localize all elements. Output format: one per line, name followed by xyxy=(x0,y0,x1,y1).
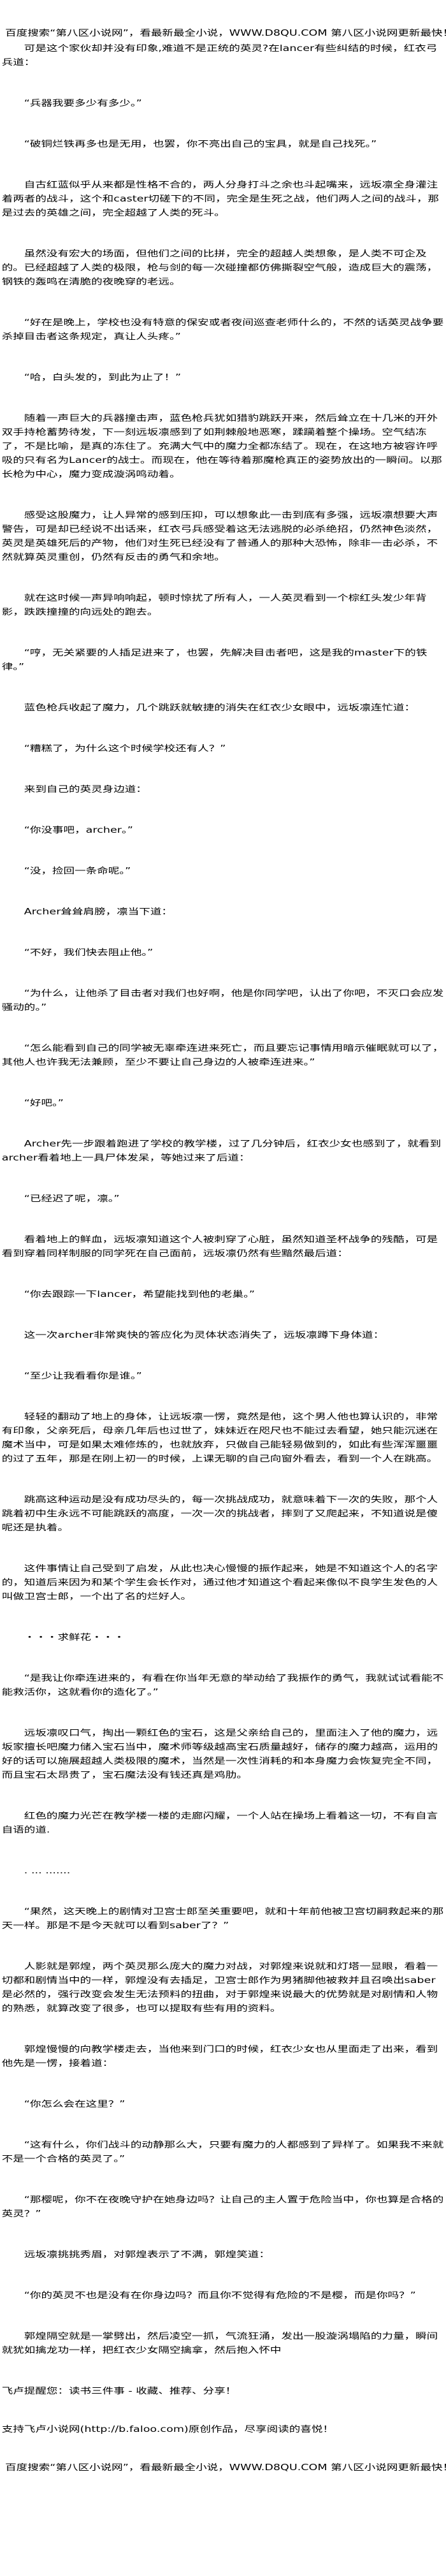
story-paragraph: 远坂凛挑挑秀眉，对郭煌表示了不满，郭煌笑道： xyxy=(24,2250,270,2260)
story-paragraph: 随着一声巨大的兵器撞击声，蓝色枪兵犹如猎豹跳跃开来，然后耸立在十几米的开外双手持… xyxy=(1,414,442,479)
chapter-body: 可是这个家伙却并没有印象,难道不是正统的英灵?在lancer有些纠结的时候，红衣… xyxy=(0,42,445,2358)
site-banner-top: 百度搜索“第八区小说网”，看最新最全小说，WWW.D8QU.COM 第八区小说网… xyxy=(5,29,446,38)
footer-support-link[interactable]: 支持飞卢小说网(http://b.faloo.com)原创作品，尽享阅读的喜悦！ xyxy=(1,2425,334,2434)
story-paragraph: ・・・求鲜花・・・ xyxy=(24,1633,125,1643)
story-paragraph: 自古红蓝似乎从来都是性格不合的，两人分身打斗之余也斗起嘴来，远坂凛全身灌注着两者… xyxy=(1,180,439,218)
story-paragraph: “至少让我看看你是谁。” xyxy=(24,1372,142,1381)
story-paragraph: “好吧。” xyxy=(24,1099,64,1108)
story-paragraph: “已经迟了呢，凛。” xyxy=(24,1194,120,1204)
story-paragraph: 轻轻的翻动了地上的身体，让远坂凛一愣，竟然是他，这个男人他也算认识的，非常有印象… xyxy=(1,1412,438,1464)
story-paragraph: “哼，无关紧要的人插足进来了，也罢，先解决目击者吧，这是我的master下的铁律… xyxy=(1,648,428,672)
story-paragraph: “兵器我要多少有多少。” xyxy=(24,99,142,108)
story-paragraph: “怎么能看到自己的同学被无辜牵连进来死亡，而且要忘记事情用暗示催眠就可以了，其他… xyxy=(1,1044,444,1067)
story-paragraph: 人影就是郭煌，两个英灵那么庞大的魔力对战，对郭煌来说就和灯塔一显眼，看着一切都和… xyxy=(1,1962,438,2014)
story-paragraph: . ... ....... xyxy=(24,1866,71,1876)
story-paragraph: “是我让你牵连进来的，有看在你当年无意的举动给了我振作的勇气，我就试试看能不能救… xyxy=(1,1674,444,1697)
story-paragraph: 感受这股魔力，让人异常的感到压抑，可以想象此一击到底有多强，远坂凛想要大声警告，… xyxy=(1,511,438,562)
story-paragraph: Archer耸耸肩膀，凛当下道： xyxy=(24,907,173,917)
story-paragraph: “你怎么会在这里？” xyxy=(24,2100,126,2109)
story-paragraph: 虽然没有宏大的场面，但他们之间的比拼，完全的超越人类想象，是人类不可企及的。已经… xyxy=(1,249,438,287)
story-paragraph: 看着地上的鲜血，远坂凛知道这个人被刺穿了心脏，虽然知道圣杯战争的残酷，可是看到穿… xyxy=(1,1235,438,1259)
story-paragraph: “你去跟踪一下lancer，希望能找到他的老巢。” xyxy=(24,1290,255,1299)
story-paragraph: “这有什么，你们战斗的动静那么大，只要有魔力的人都感到了异样了。如果我不来就不是… xyxy=(1,2141,444,2164)
story-paragraph: “你没事吧，archer。” xyxy=(24,826,133,835)
story-paragraph: 红色的魔力光芒在教学楼一楼的走廊闪耀，一个人站在操场上看着这一切，不有自言自语的… xyxy=(1,1811,438,1835)
story-paragraph: “你的英灵不也是没有在你身边吗？而且你不觉得有危险的不是樱，而是你吗？” xyxy=(24,2291,416,2301)
story-paragraph: “没，捡回一条命呢。” xyxy=(24,867,131,876)
story-paragraph: “为什么，让他杀了目击者对我们也好啊，他是你同学吧，认出了你吧，不灭口会应发骚动… xyxy=(1,989,444,1013)
story-paragraph: 来到自己的英灵身边道： xyxy=(24,785,147,794)
story-paragraph: “那樱呢，你不在夜晚守护在她身边吗？让自己的主人置于危险当中，你也算是合格的英灵… xyxy=(1,2195,444,2219)
story-paragraph: 郭煌隔空就是一掌劈出，然后凌空一抓，气流狂涌，发出一股漩涡塌陷的力量，瞬间就犹如… xyxy=(1,2332,438,2355)
story-paragraph: 郭煌慢慢的向教学楼走去，当他来到门口的时候，红衣少女也从里面走了出来，看到他先是… xyxy=(1,2045,438,2068)
site-banner-bottom: 百度搜索“第八区小说网”，看最新最全小说，WWW.D8QU.COM 第八区小说网… xyxy=(5,2463,446,2473)
story-paragraph: 跳高这种运动是没有成功尽头的，每一次挑战成功，就意味着下一次的失败，那个人跳着初… xyxy=(1,1495,438,1533)
story-paragraph: “糟糕了，为什么这个时候学校还有人？” xyxy=(24,744,226,754)
story-paragraph: “破铜烂铁再多也是无用，也罢，你不亮出自己的宝具，就是自己找死。” xyxy=(24,140,377,149)
chapter-page: 百度搜索“第八区小说网”，看最新最全小说，WWW.D8QU.COM 第八区小说网… xyxy=(0,29,446,2473)
story-paragraph: “不好，我们快去阻止他。” xyxy=(24,948,154,958)
story-paragraph: “哈，白头发的，到此为止了！” xyxy=(24,373,182,383)
story-paragraph: “好在是晚上，学校也没有特意的保安或者夜间巡查老师什么的，不然的话英灵战争要杀掉… xyxy=(1,318,444,342)
story-paragraph: 这一次archer非常爽快的答应化为灵体状态消失了，远坂凛蹲下身体道： xyxy=(24,1331,385,1340)
story-paragraph: 这件事情让自己受到了启发，从此也决心慢慢的振作起来，她是不知道这个人的名字的，知… xyxy=(1,1564,438,1602)
story-paragraph: 就在这时候一声异响响起，顿时惊扰了所有人，一人英灵看到一个棕红头发少年背影，跌跌… xyxy=(1,594,427,617)
story-paragraph: 远坂凛叹口气，掏出一颗红色的宝石，这是父亲给自己的，里面注入了他的魔力，远坂家擅… xyxy=(1,1729,438,1780)
story-paragraph: 可是这个家伙却并没有印象,难道不是正统的英灵?在lancer有些纠结的时候，红衣… xyxy=(1,44,438,68)
story-paragraph: Archer先一步跟着跑进了学校的教学楼，过了几分钟后，红衣少女也感到了，就看到… xyxy=(1,1139,442,1163)
story-paragraph: “果然，这天晚上的剧情对卫宫士郎至关重要吧，就和十年前他被卫宫切嗣救起来的那天一… xyxy=(1,1907,444,1931)
story-paragraph: 蓝色枪兵收起了魔力，几个跳跃就敏捷的消失在红衣少女眼中，远坂凛连忙道： xyxy=(24,703,416,713)
footer-reminder: 飞卢提醒您：读书三件事 - 收藏、推荐、分享！ xyxy=(1,2387,237,2396)
